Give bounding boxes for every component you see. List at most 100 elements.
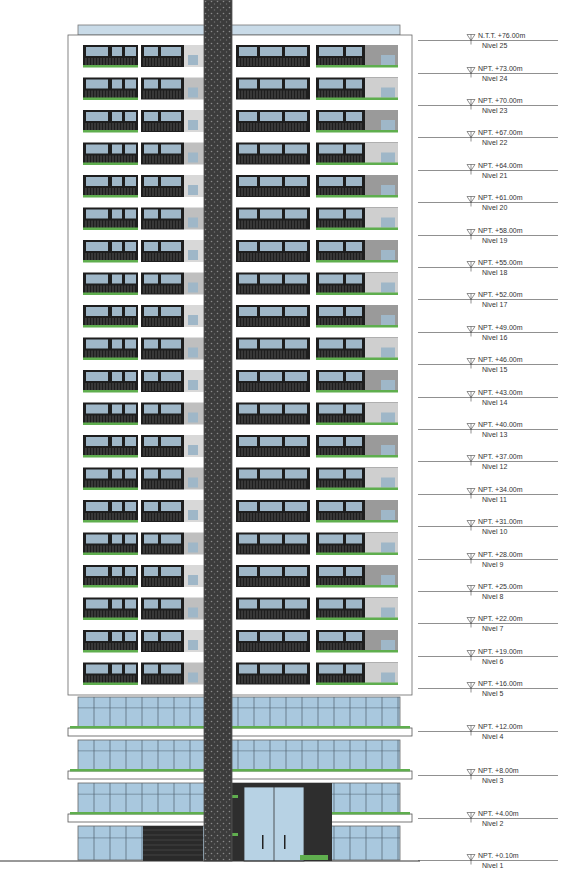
railing-bar <box>290 676 291 684</box>
railing-bar <box>159 188 160 196</box>
floor-slab <box>68 771 412 779</box>
railing-bar <box>242 578 243 586</box>
window-frame <box>236 565 310 587</box>
railing-bar <box>162 611 163 619</box>
glass-pane <box>144 535 158 544</box>
railing-bar <box>266 448 267 456</box>
railing-bar <box>293 611 294 619</box>
railing-bar <box>92 513 93 521</box>
railing-bar <box>299 611 300 619</box>
railing-bar <box>113 513 114 521</box>
planter <box>316 390 398 393</box>
railing-bar <box>340 383 341 391</box>
railing-bar <box>272 91 273 99</box>
glass-pane <box>260 242 282 251</box>
level-marker <box>471 521 472 531</box>
window-frame <box>83 598 138 620</box>
railing-bar <box>278 318 279 326</box>
railing-bar <box>299 481 300 489</box>
railing-bar <box>349 513 350 521</box>
railing-bar <box>134 578 135 586</box>
railing-bar <box>171 383 172 391</box>
railing-bar <box>340 351 341 359</box>
railing-bar <box>107 156 108 164</box>
glass-pane <box>285 632 307 641</box>
railing-bar <box>337 58 338 66</box>
railing-bar <box>334 123 335 131</box>
window-frame <box>236 208 310 230</box>
railing-bar <box>334 448 335 456</box>
mullion <box>366 826 367 860</box>
glass-pane <box>319 502 343 511</box>
railing-bar <box>92 58 93 66</box>
level-line <box>418 299 558 300</box>
railing-bar <box>272 318 273 326</box>
railing-bar <box>254 351 255 359</box>
railing-bar <box>263 676 264 684</box>
railing-bar <box>110 481 111 489</box>
window-frame <box>83 630 138 652</box>
railing-bar <box>104 253 105 261</box>
railing-bar <box>281 448 282 456</box>
railing-bar <box>150 643 151 651</box>
railing-bar <box>153 448 154 456</box>
railing-bar <box>319 643 320 651</box>
railing-bar <box>361 611 362 619</box>
railing-bar <box>131 253 132 261</box>
glass-pane <box>144 437 158 446</box>
railing-bar <box>337 221 338 229</box>
railing-bar <box>275 286 276 294</box>
railing-bar <box>340 123 341 131</box>
railing-bar <box>95 351 96 359</box>
glass-pane <box>239 47 257 56</box>
railing-bar <box>245 253 246 261</box>
railing-bar <box>168 481 169 489</box>
railing-bar <box>180 546 181 554</box>
window-frame <box>316 240 398 262</box>
railing-bar <box>260 188 261 196</box>
railing-bar <box>144 513 145 521</box>
level-marker <box>471 855 472 865</box>
railing-bar <box>134 351 135 359</box>
railing-bar <box>290 611 291 619</box>
railing-bar <box>319 513 320 521</box>
railing-bar <box>254 383 255 391</box>
railing-bar <box>150 221 151 229</box>
wall-panel <box>365 500 398 522</box>
wall-panel <box>184 338 204 360</box>
railing-bar <box>263 221 264 229</box>
railing-bar <box>284 188 285 196</box>
railing-bar <box>328 221 329 229</box>
railing-bar <box>177 123 178 131</box>
railing-bar <box>284 578 285 586</box>
railing-bar <box>104 513 105 521</box>
railing-bar <box>251 676 252 684</box>
railing-bar <box>165 318 166 326</box>
railing-bar <box>144 416 145 424</box>
railing-bar <box>113 481 114 489</box>
railing-bar <box>358 318 359 326</box>
railing-bar <box>254 578 255 586</box>
glass-pane <box>381 120 395 130</box>
railing-bar <box>107 221 108 229</box>
elevation-label: NPT. +0.10m <box>478 852 519 860</box>
window-frame <box>141 305 184 327</box>
railing-bar <box>159 286 160 294</box>
railing-bar <box>305 611 306 619</box>
railing-bar <box>153 286 154 294</box>
glass-pane <box>188 510 198 520</box>
railing-bar <box>147 156 148 164</box>
railing-bar <box>287 318 288 326</box>
railing-bar <box>150 156 151 164</box>
glass-pane <box>144 177 158 186</box>
garage-door <box>143 826 203 861</box>
railing-bar <box>284 253 285 261</box>
railing-bar <box>358 481 359 489</box>
railing-bar <box>322 643 323 651</box>
railing-bar <box>110 318 111 326</box>
glass-pane <box>161 177 181 186</box>
railing-bar <box>266 676 267 684</box>
railing-bar <box>165 448 166 456</box>
railing-bar <box>284 611 285 619</box>
railing-bar <box>180 578 181 586</box>
